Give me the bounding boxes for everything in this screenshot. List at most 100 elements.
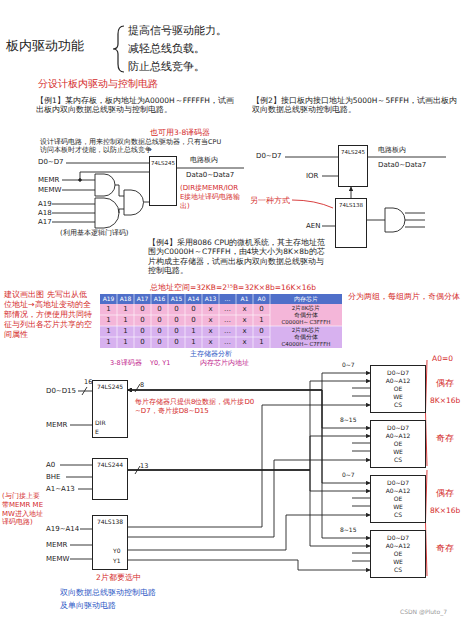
table-cell: 1 xyxy=(117,315,134,326)
pin-name: OE xyxy=(371,385,425,393)
bus-connector xyxy=(128,560,370,570)
text-label: 0~7 xyxy=(342,361,355,369)
table-cell: 1 xyxy=(185,326,202,337)
text-label: A0 xyxy=(46,461,55,470)
table-cell: 0 xyxy=(185,315,202,326)
text-label: AEN xyxy=(306,222,320,231)
wire xyxy=(405,213,425,214)
table-cell: … xyxy=(219,304,236,315)
table-cell: 0 xyxy=(151,315,168,326)
chip-name: 74LS245 xyxy=(150,159,176,167)
bus-connector xyxy=(128,390,370,428)
text-label: MEMR xyxy=(38,176,59,185)
pin-name: WE xyxy=(371,503,425,511)
handwritten-note: 另一种方式 xyxy=(250,196,290,206)
pin-name: A0~A12 xyxy=(371,487,425,495)
table-header: A15 xyxy=(168,295,185,303)
table-cell: x xyxy=(202,304,219,315)
driver-chip: 74LS138 xyxy=(335,198,367,248)
wire xyxy=(115,185,124,196)
text-label: D0~D7 xyxy=(256,152,282,161)
text-label: 设计译码电路，用来控制双向数据总线驱动器，只有当CPU访问本板时才使能，以防止总… xyxy=(40,138,225,154)
table-cell: 0 xyxy=(134,315,151,326)
wire xyxy=(352,506,370,507)
chip-name: 74LS245 xyxy=(93,383,127,391)
bus-connector xyxy=(128,436,370,470)
table-cell: 1 xyxy=(253,337,270,348)
text-label: 减轻总线负载。 xyxy=(128,42,205,56)
wire xyxy=(95,198,119,228)
table-cell: 0 xyxy=(151,304,168,315)
table-cell: 0 xyxy=(168,326,185,337)
bus-connector xyxy=(128,405,370,527)
wire xyxy=(322,226,335,227)
table-cell: 0 xyxy=(151,337,168,348)
pin-name: A0~A12 xyxy=(371,542,425,550)
text-label: 【例4】采用8086 CPU的微机系统，其主存地址范围为C0000H～C7FFF… xyxy=(148,238,330,276)
table-header: A13 xyxy=(202,295,219,303)
text-label: 【例2】接口板内接口地址为5000H～5FFFH，试画出板内双向数据总线驱动控制… xyxy=(252,96,464,115)
memory-chip: D0~D7A0~A12OEWECS xyxy=(370,420,426,468)
wire xyxy=(52,157,446,561)
pin-name: CS xyxy=(371,566,425,574)
handwritten-note: (DIR接MEMR/IOR E接地址译码电路输出) xyxy=(180,184,244,210)
wire xyxy=(70,425,92,426)
table-cell: 0 xyxy=(134,304,151,315)
pin-name: WE xyxy=(371,558,425,566)
chip-name: 74LS244 xyxy=(93,461,127,469)
text-label: A18 xyxy=(38,209,52,218)
text-label: Y0, Y1 xyxy=(150,359,170,367)
text-label: D0~D7 xyxy=(38,158,64,167)
brace xyxy=(113,26,124,72)
table-header: … xyxy=(219,295,236,303)
table-cell: … xyxy=(219,337,236,348)
table-cell: 2片8K芯片 xyxy=(270,305,342,312)
table-cell: 1 xyxy=(100,337,117,348)
bus-connector xyxy=(128,470,370,546)
table-cell: x xyxy=(236,315,253,326)
table-cell: x xyxy=(236,337,253,348)
table-cell: x xyxy=(236,304,253,315)
wire xyxy=(352,553,370,554)
text-label: 8 xyxy=(140,381,144,389)
wire xyxy=(62,190,95,191)
driver-chip: 74LS138 xyxy=(92,515,128,570)
table-cell: 奇偶分体 xyxy=(270,312,342,319)
memory-chip: D0~D7A0~A12OEWECS xyxy=(370,530,426,578)
text-label: 板内驱动功能 xyxy=(6,38,84,54)
red-pointer xyxy=(292,200,427,576)
handwritten-note: 总地址空间=32KB=2¹⁵B=32K×8b=16K×16b xyxy=(150,283,316,292)
wire xyxy=(352,443,370,444)
text-label: 内存芯片内地址 xyxy=(200,359,249,367)
handwritten-note: 分为两组，每组两片，奇偶分体 xyxy=(348,292,466,301)
text-label: E xyxy=(95,428,99,436)
wire xyxy=(80,172,150,180)
wire xyxy=(52,222,95,223)
text-label: MEMW xyxy=(46,555,69,564)
wire xyxy=(119,209,124,213)
wire xyxy=(322,176,338,177)
text-label: 双向数据总线驱动控制电路 xyxy=(60,588,156,597)
table-cell: 1 xyxy=(253,315,270,326)
text-label: D0~D15 xyxy=(46,387,76,396)
text-label: A17 xyxy=(38,218,52,227)
text-label: Data0~Data7 xyxy=(378,161,426,170)
brace xyxy=(113,26,124,72)
wire xyxy=(66,477,92,478)
table-cell: 1 xyxy=(100,304,117,315)
wire xyxy=(70,559,92,560)
table-cell: 奇偶分体 xyxy=(270,334,342,341)
text-label: A19 xyxy=(38,200,52,209)
table-cell: 0 xyxy=(253,326,270,337)
text-label: 0~7 xyxy=(342,471,355,479)
table-header: A16 xyxy=(151,295,168,303)
bus-connector xyxy=(128,381,370,470)
table-header: A18 xyxy=(117,295,134,303)
wire xyxy=(52,204,95,205)
memory-chip: D0~D7A0~A12OEWECS xyxy=(370,475,426,523)
pin-name: WE xyxy=(371,393,425,401)
handwritten-note: 偶存 xyxy=(436,488,454,499)
table-cell: … xyxy=(219,315,236,326)
table-cell: 1 xyxy=(100,315,117,326)
handwritten-note: 也可用3-8译码器 xyxy=(150,128,210,137)
